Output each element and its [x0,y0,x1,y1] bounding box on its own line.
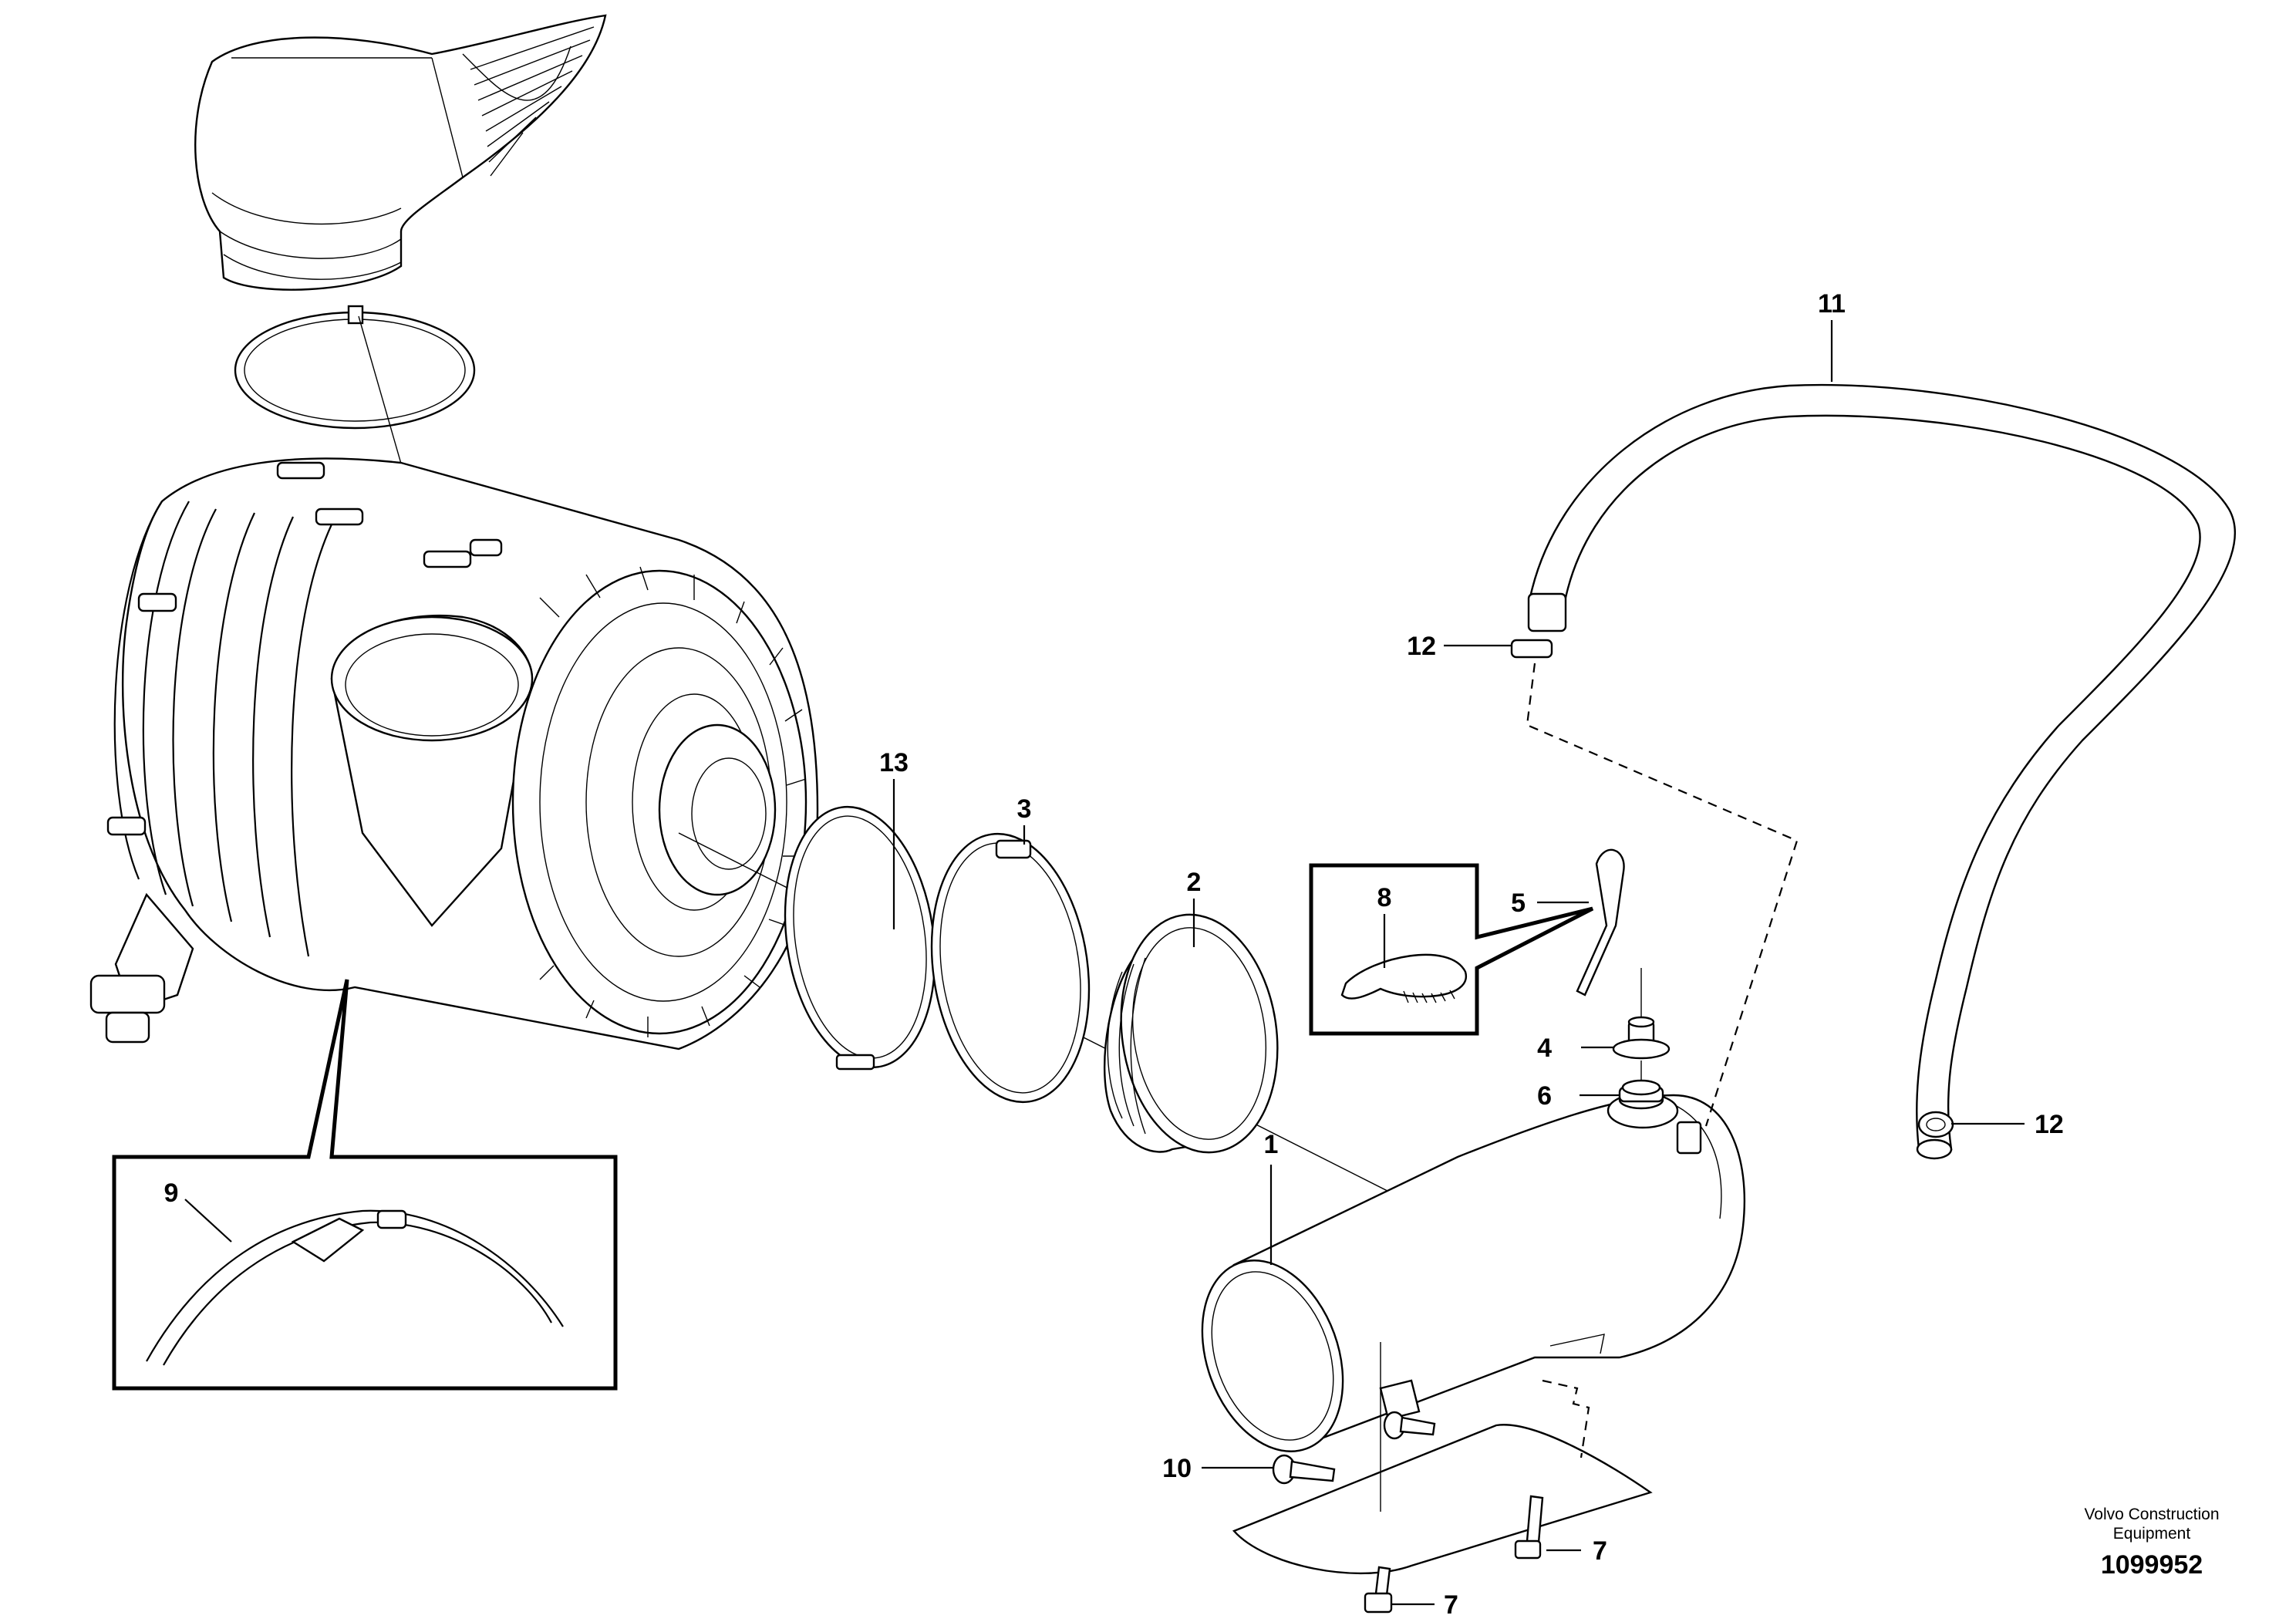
part-12-clamp-lower [1917,1111,1954,1138]
callout-6: 6 [1537,1081,1552,1111]
cap-clamp-ring [234,305,476,430]
callout-10: 10 [1162,1454,1192,1483]
part-4-restriction-indicator [1612,968,1671,1080]
part-7-bolt-lower [1364,1566,1393,1614]
brand-line-1: Volvo Construction [2084,1506,2219,1523]
callout-12-upper: 12 [1407,632,1436,661]
part-9-clamp-latch [146,1209,564,1366]
detail-box-8 [1309,863,1594,1036]
callout-12-lower: 12 [2035,1110,2064,1139]
callout-11: 11 [1818,289,1846,319]
part-11-hose [1527,383,2237,1160]
part-3-clamp [930,832,1091,1104]
brand-line-2: Equipment [2113,1525,2191,1543]
callout-5: 5 [1511,889,1526,918]
callout-7-upper: 7 [1593,1536,1607,1566]
callout-4: 4 [1537,1034,1552,1063]
callout-13: 13 [879,748,909,777]
part-10-bolt [1272,1454,1336,1485]
part-6-grommet [1618,1079,1664,1110]
callout-9: 9 [164,1179,179,1208]
part-1-outlet-pipe [1201,1092,1746,1452]
detail-box-9 [112,979,618,1391]
callout-8: 8 [1377,883,1392,912]
callout-7-lower: 7 [1444,1590,1458,1620]
part-8-cable-tie [1340,953,1467,1003]
leader-lines [184,320,2025,1606]
document-number: 1099952 [2101,1550,2203,1580]
precleaner-cap [194,14,607,291]
part-7-bolt-upper [1514,1495,1544,1560]
upper-bolt [1383,1411,1436,1440]
callout-3: 3 [1017,794,1032,824]
callout-2: 2 [1187,868,1202,897]
part-12-clamp-upper [1510,639,1553,659]
part-2-connector [1103,913,1279,1154]
part-5-strap [1576,848,1625,996]
callout-1: 1 [1264,1130,1279,1159]
air-filter-housing [89,457,819,1050]
